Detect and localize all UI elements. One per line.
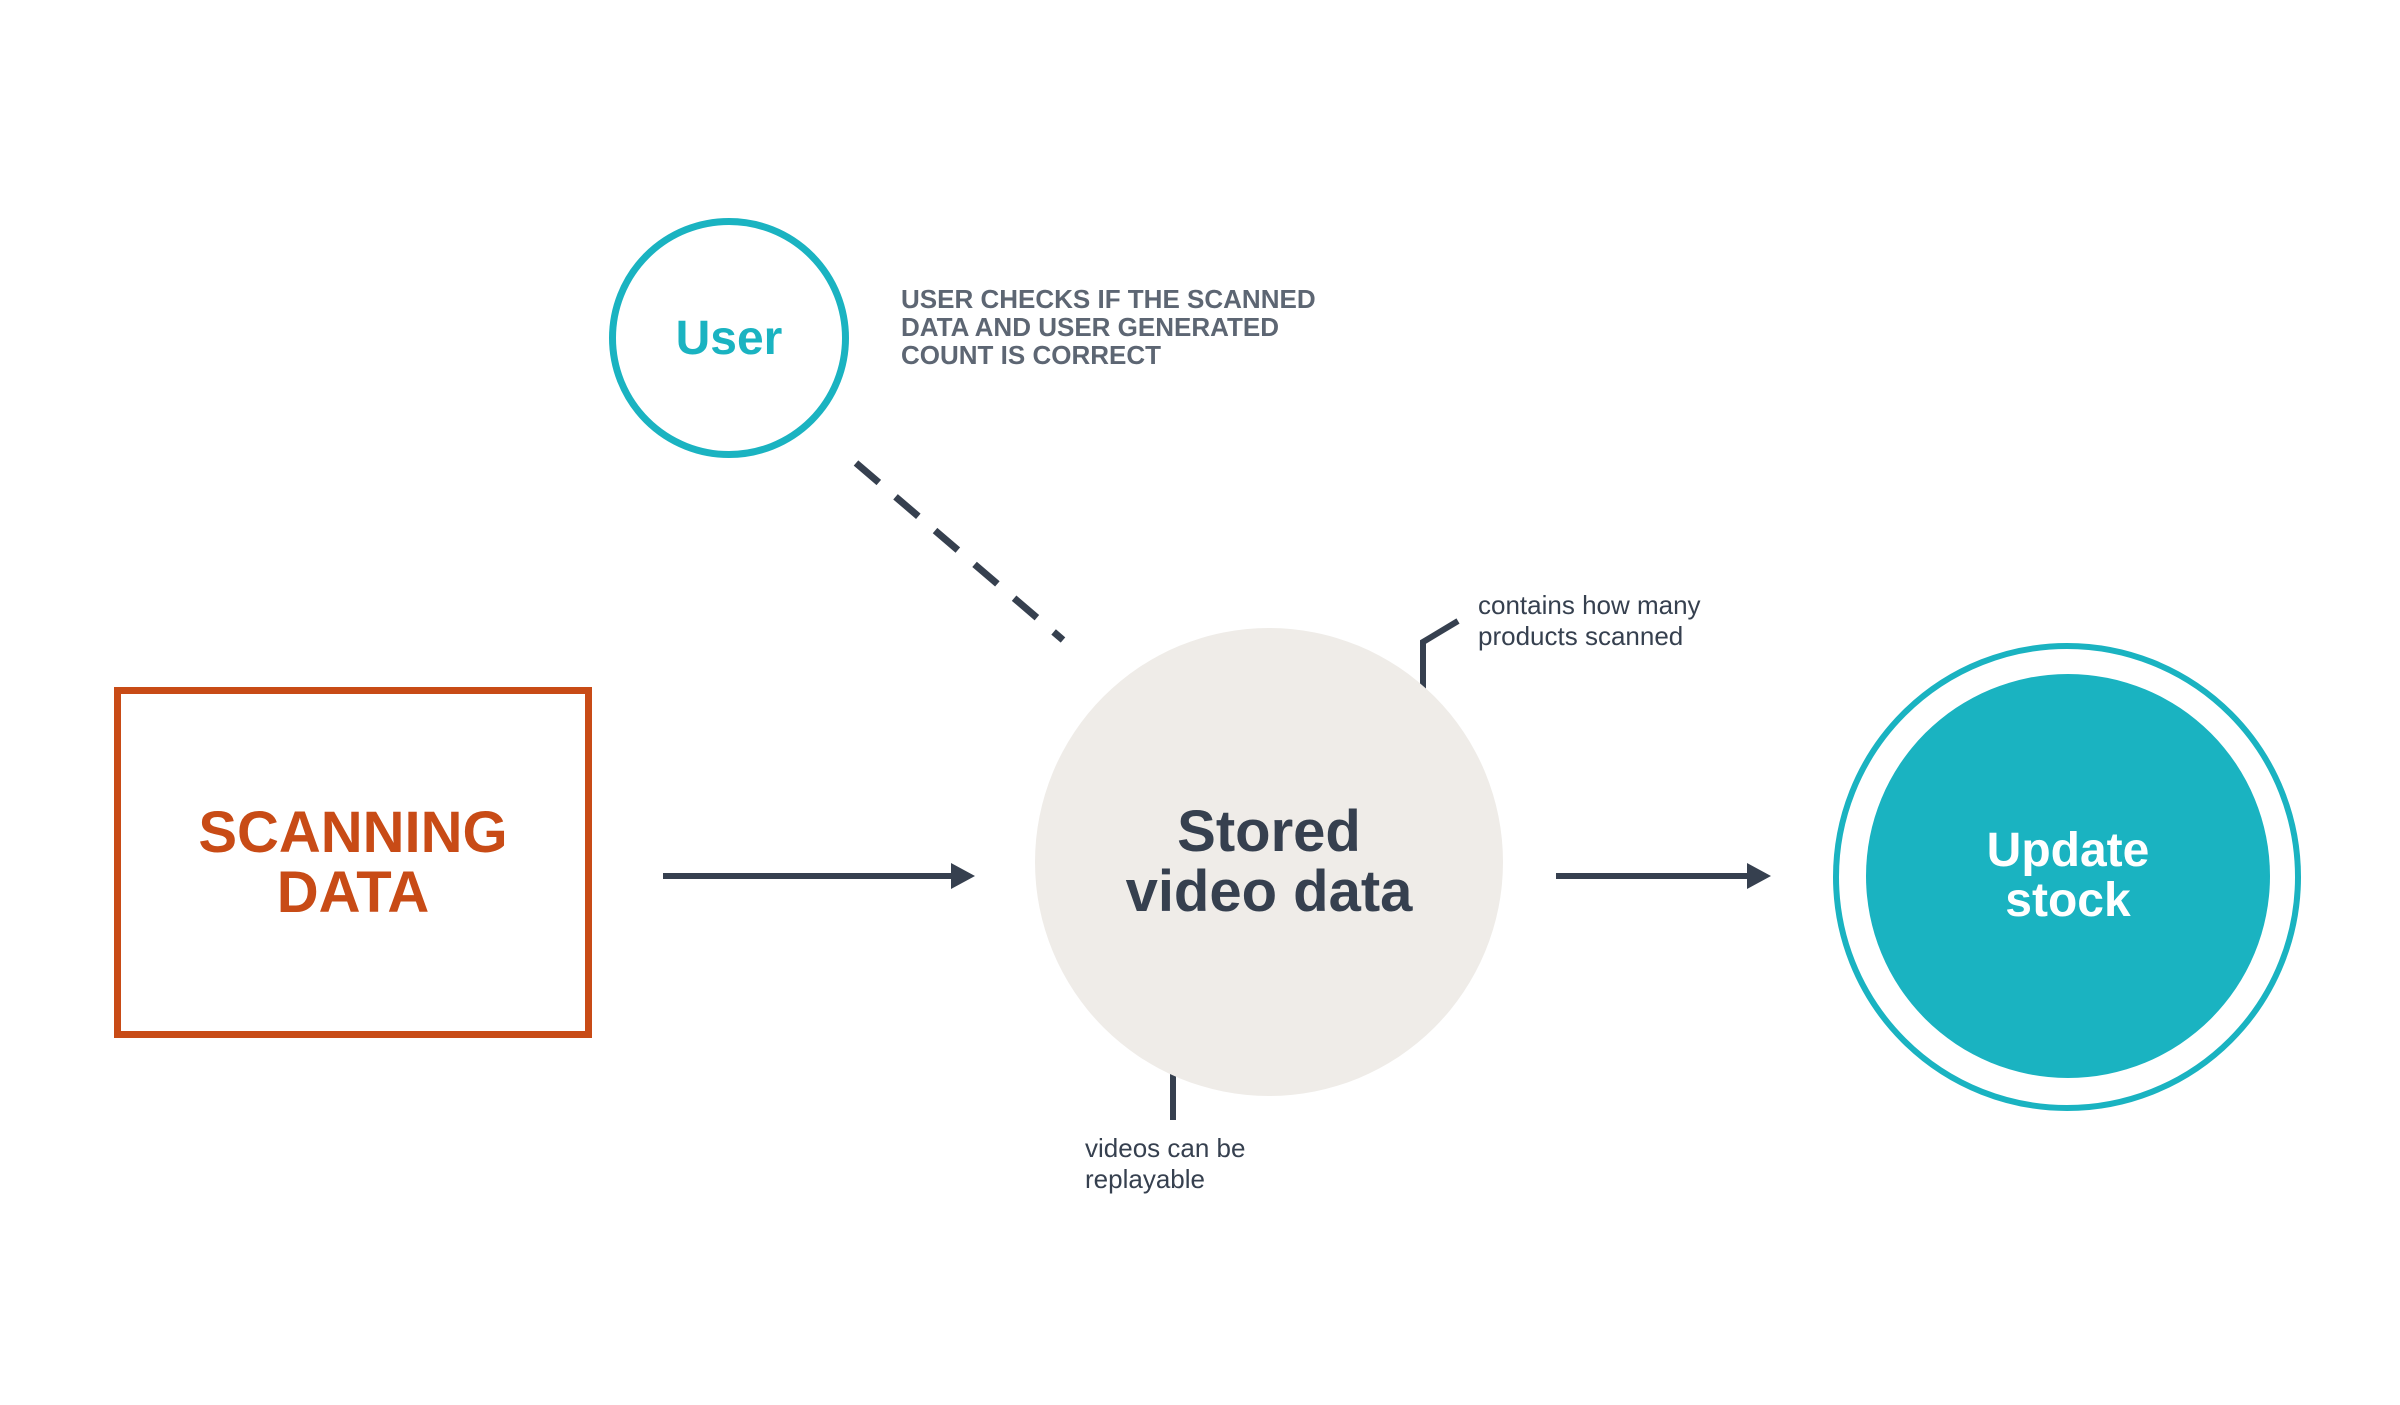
update-stock-label: Update stock (1986, 824, 2150, 927)
user-circle (609, 218, 849, 458)
arrow-stored-to-update (1556, 863, 1771, 889)
update-stock-circle (1866, 674, 2270, 1078)
dashed-connector-user-stored (853, 460, 1066, 643)
stored-video-data-label: Stored video data (1125, 799, 1413, 924)
update-stock-outer-ring (1833, 643, 2301, 1111)
user-check-annotation: USER CHECKS IF THE SCANNED DATA AND USER… (901, 284, 1316, 370)
user-label: User (675, 311, 783, 365)
arrow-scanning-to-stored (663, 863, 975, 889)
scanning-data-box (114, 687, 592, 1038)
scanning-data-label: SCANNING DATA (198, 799, 508, 925)
contains-annotation: contains how many products scanned (1478, 590, 1701, 651)
stored-video-data-circle (1035, 628, 1503, 1096)
videos-annotation: videos can be replayable (1085, 1133, 1246, 1194)
